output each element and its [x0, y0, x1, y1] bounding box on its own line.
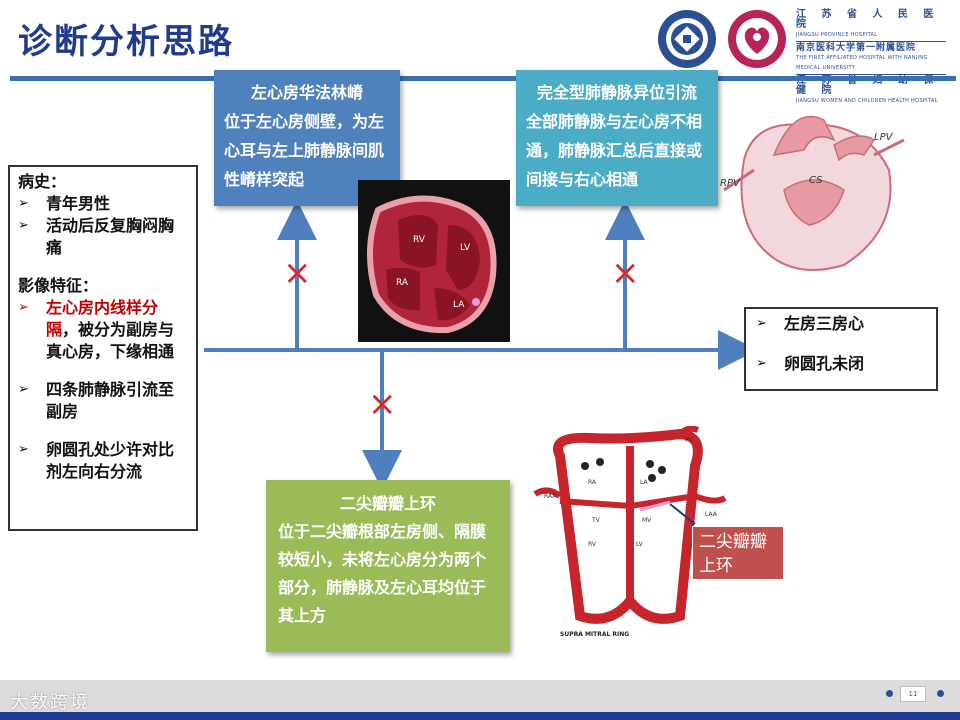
- differential-box-tapvr: 完全型肺静脉异位引流 全部肺静脉与左心房不相通，肺静脉汇总后直接或间接与右心相通: [516, 70, 718, 206]
- heart2-cs-label: CS: [809, 175, 823, 186]
- arrow-bullet-icon: ➢: [756, 356, 767, 371]
- box-title: 二尖瓣瓣上环: [339, 494, 436, 513]
- box-body: 位于二尖瓣根部左房侧、隔膜较短小，未将左心房分为两个部分，肺静脉及左心耳均位于其…: [278, 522, 487, 625]
- page-title: 诊断分析思路: [18, 22, 234, 62]
- arrow-bullet-icon: ➢: [756, 316, 767, 331]
- box-title: 左心房华法林嵴: [250, 83, 363, 102]
- nav-dot-icon: [937, 690, 944, 697]
- box-body: 位于左心房侧壁，为左心耳与左上肺静脉间肌性嵴样突起: [224, 112, 385, 189]
- supramitral-ring-callout: 二尖瓣瓣上环: [692, 526, 784, 580]
- highlight-text: 左心房内线样分隔: [46, 298, 159, 339]
- institution-line3: 南京医科大学第一附属医院: [796, 43, 917, 53]
- cross-icon: ×: [283, 253, 312, 293]
- arrow-bullet-icon: ➢: [18, 300, 29, 315]
- tapvr-heart-illustration: LPV RPV CS: [720, 115, 905, 271]
- heart3-mv-label: MV: [642, 517, 652, 524]
- box-title: 完全型肺静脉异位引流: [536, 83, 697, 102]
- heart1-ra-label: RA: [396, 278, 409, 288]
- box-body: 全部肺静脉与左心房不相通，肺静脉汇总后直接或间接与右心相通: [526, 112, 703, 189]
- jiangsu-province-hospital-logo: [658, 10, 716, 68]
- institution-line4: THE FIRST AFFILIATED HOSPITAL WITH NANJI…: [796, 55, 928, 71]
- page-number: 11: [900, 686, 926, 702]
- heart3-ra-label: RA: [588, 479, 597, 486]
- conclusion-box: ➢左房三房心 ➢卵圆孔未闭: [744, 307, 938, 391]
- heart3-pv-label: PV: [685, 437, 694, 444]
- cross-icon: ×: [611, 253, 640, 293]
- heart2-lpv-label: LPV: [874, 132, 894, 143]
- history-item: ➢活动后反复胸闷胸痛: [18, 216, 175, 257]
- institution-line2: JIANGSU PROVINCE HOSPITAL: [796, 32, 878, 38]
- watermark: 大数跨境: [10, 692, 90, 713]
- heart3-tv-label: TV: [591, 517, 601, 524]
- women-children-hospital-logo: [728, 10, 786, 68]
- conclusion-item: ➢卵圆孔未闭: [756, 354, 865, 373]
- institution-line6: JIANGSU WOMEN AND CHILDREN HEALTH HOSPIT…: [796, 98, 938, 104]
- heart3-laa-label: LAA: [705, 511, 718, 518]
- footer-bar: [0, 712, 960, 720]
- imaging-item: ➢左心房内线样分隔，被分为副房与真心房，下缘相通: [18, 298, 175, 361]
- history-heading: 病史：: [18, 172, 67, 191]
- imaging-item: ➢四条肺静脉引流至副房: [18, 380, 175, 421]
- nav-dot-icon: [886, 690, 893, 697]
- heart3-rv-label: RV: [588, 541, 597, 548]
- clinical-summary-box: 病史： ➢青年男性 ➢活动后反复胸闷胸痛 影像特征： ➢左心房内线样分隔，被分为…: [8, 165, 198, 531]
- conclusion-item: ➢左房三房心: [756, 314, 865, 333]
- arrow-bullet-icon: ➢: [18, 218, 29, 233]
- heart3-raa-label: RAA: [544, 493, 557, 500]
- title-rule: [10, 76, 956, 81]
- heart3-la-label: LA: [640, 479, 648, 486]
- cross-icon: ×: [368, 384, 397, 424]
- supramitral-ring-illustration: PV RAA LAA RA LA TV MV RV LV SUPRA MITRA…: [533, 426, 727, 638]
- imaging-heading: 影像特征：: [18, 276, 99, 295]
- heart3-caption: SUPRA MITRAL RING: [560, 631, 629, 638]
- heart1-lv-label: LV: [460, 243, 471, 253]
- imaging-item: ➢卵圆孔处少许对比剂左向右分流: [18, 440, 175, 481]
- heart3-lv-label: LV: [636, 541, 644, 548]
- arrow-bullet-icon: ➢: [18, 382, 29, 397]
- heart1-la-label: LA: [453, 300, 465, 310]
- differential-box-supramitral-ring: 二尖瓣瓣上环 位于二尖瓣根部左房侧、隔膜较短小，未将左心房分为两个部分，肺静脉及…: [266, 480, 510, 652]
- arrow-bullet-icon: ➢: [18, 442, 29, 457]
- heart1-rv-label: RV: [413, 235, 426, 245]
- heart2-rpv-label: RPV: [720, 178, 741, 189]
- history-item: ➢青年男性: [18, 194, 111, 213]
- four-chamber-heart-image: RV LV RA LA: [358, 180, 510, 342]
- institution-line1: 江 苏 省 人 民 医 院: [796, 9, 940, 30]
- arrow-bullet-icon: ➢: [18, 196, 29, 211]
